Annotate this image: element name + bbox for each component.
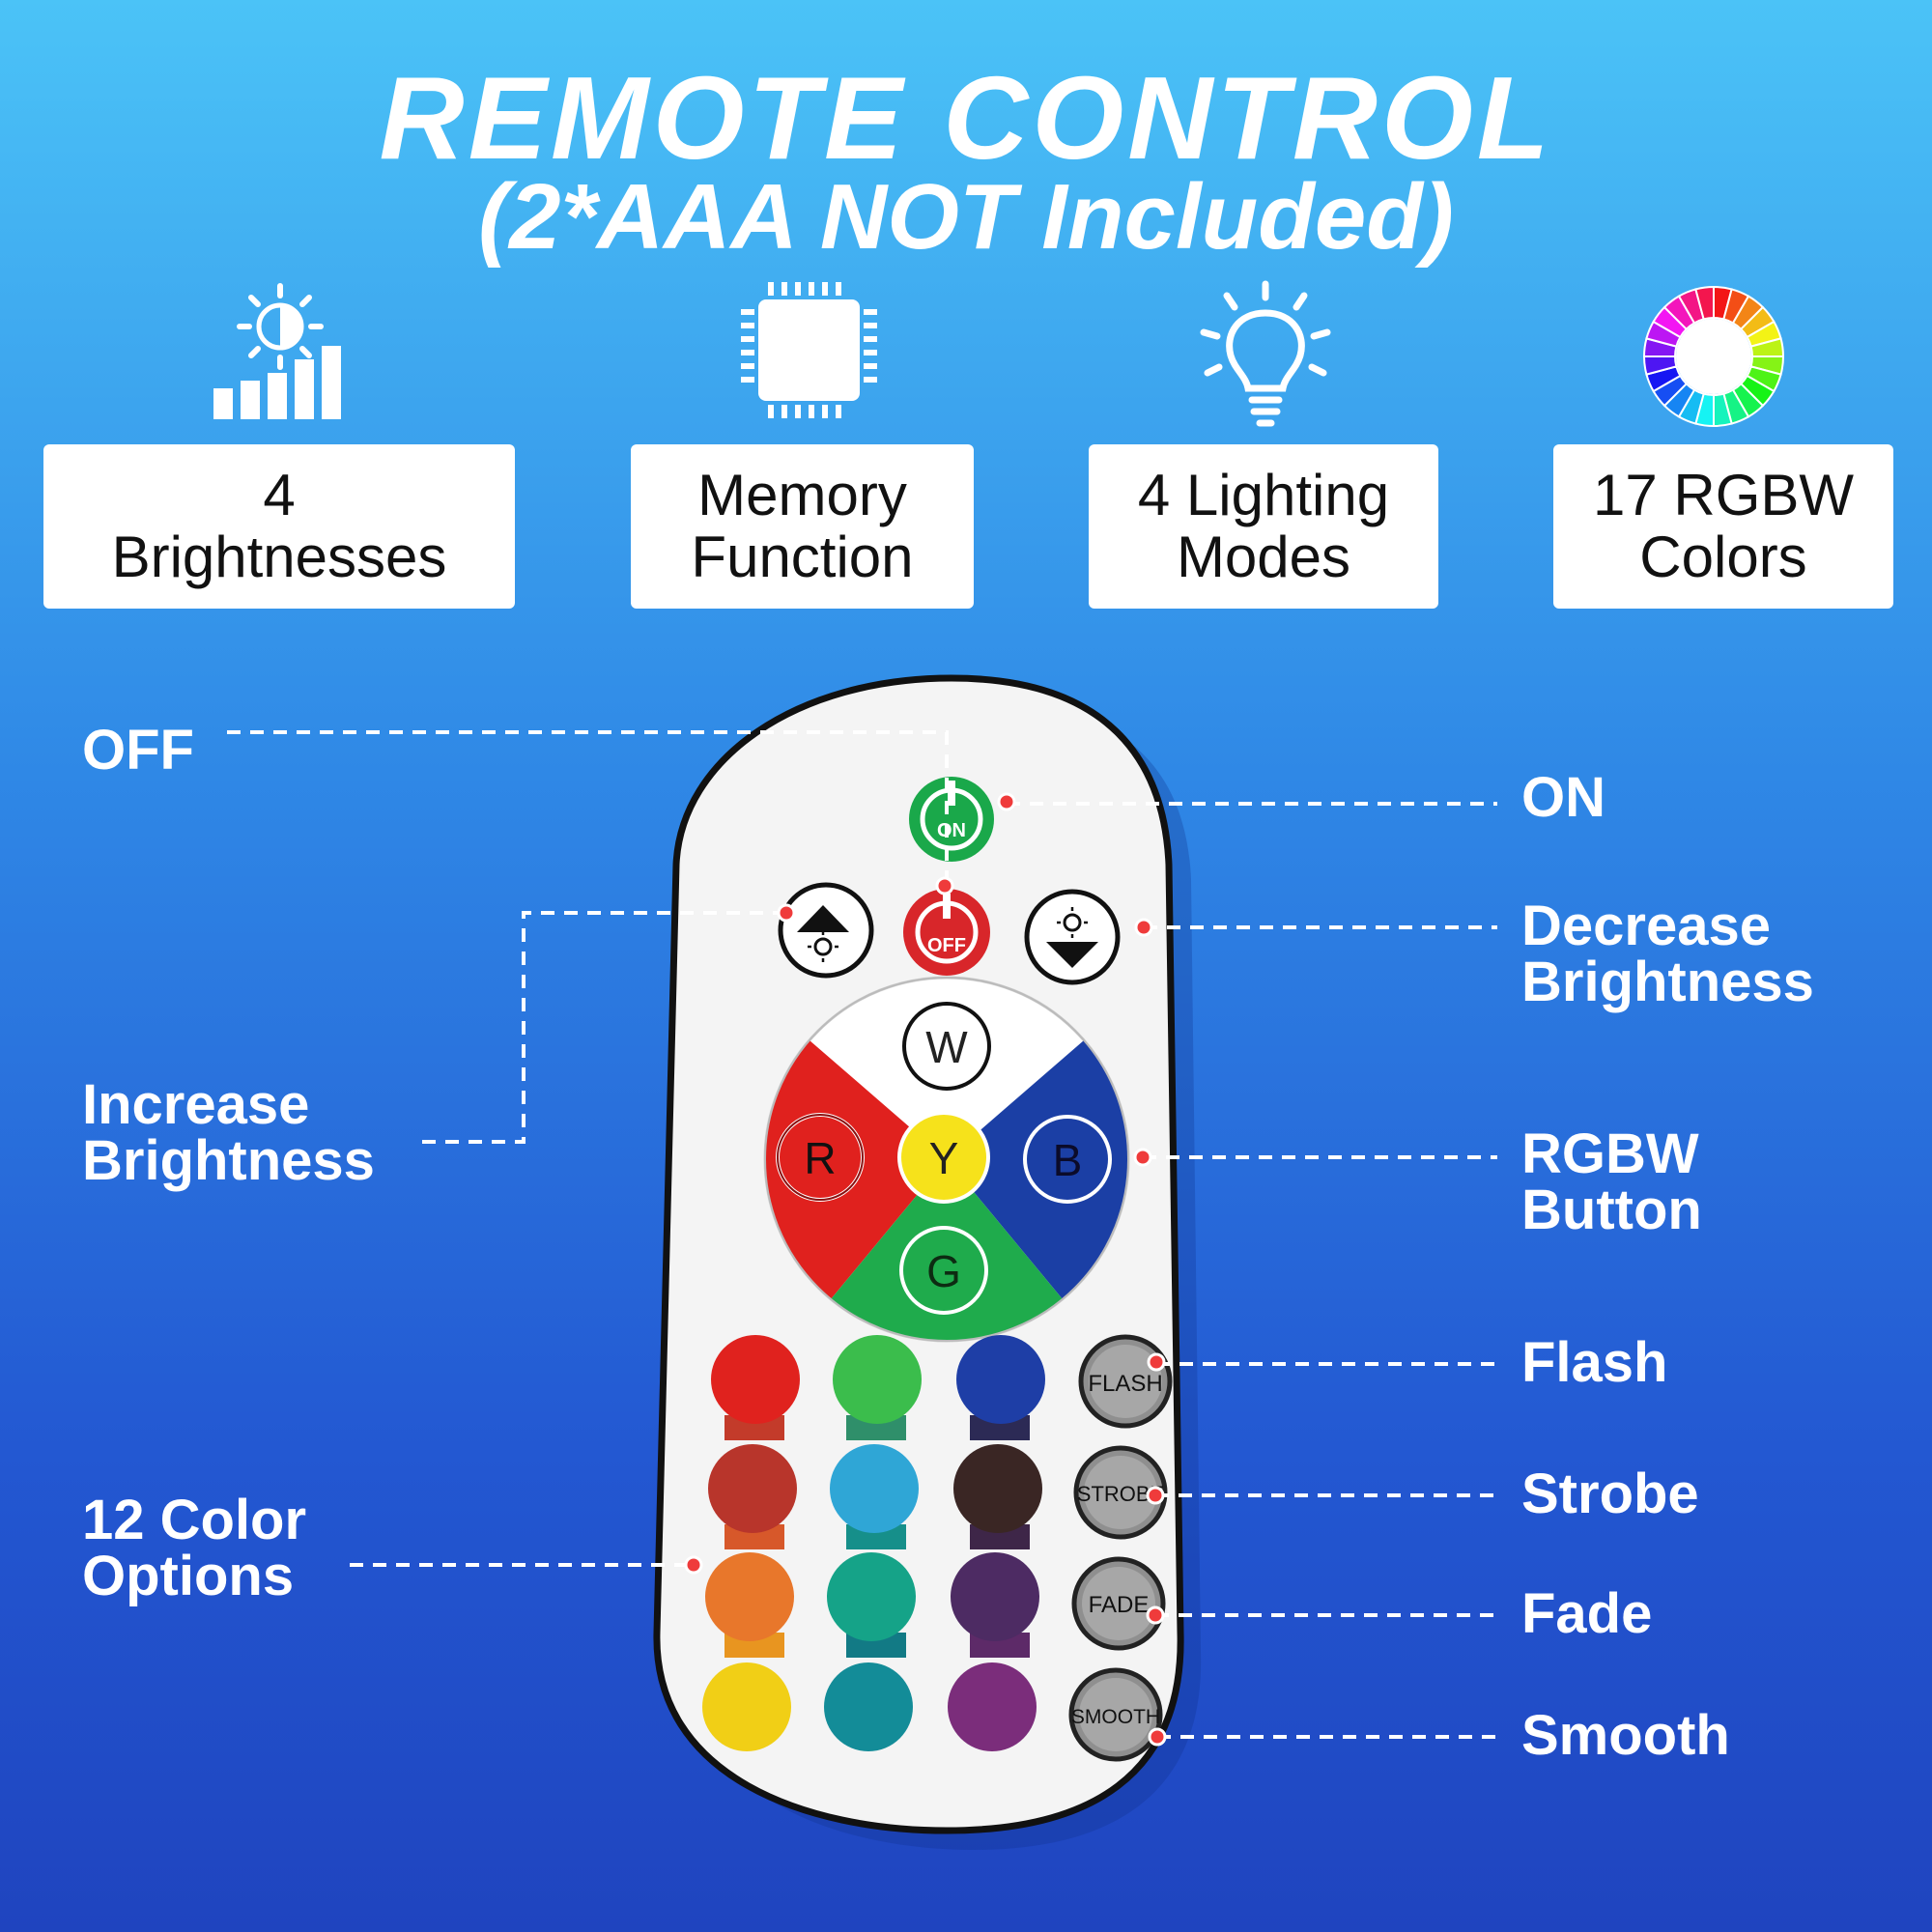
feature-line: 4 — [263, 463, 296, 527]
label-increase-brightness: Increase Brightness — [82, 1077, 375, 1189]
label-line: Increase — [82, 1073, 310, 1136]
color-button[interactable] — [827, 1552, 916, 1641]
smooth-button[interactable]: SMOOTH — [1068, 1667, 1163, 1762]
color-button[interactable] — [953, 1444, 1042, 1533]
label-line: 12 Color — [82, 1489, 307, 1551]
feature-brightnesses: 4 Brightnesses — [43, 444, 515, 609]
w-button-label: W — [925, 1022, 968, 1072]
decrease-brightness-button[interactable] — [1024, 889, 1121, 985]
color-button-grid — [702, 1335, 1045, 1751]
leader-markers — [684, 792, 1167, 1747]
fade-button[interactable]: FADE — [1071, 1556, 1166, 1651]
page-subtitle: (2*AAA NOT Included) — [478, 165, 1454, 269]
flash-button-label: FLASH — [1088, 1371, 1162, 1397]
label-off: OFF — [82, 719, 194, 781]
label-decrease-brightness: Decrease Brightness — [1521, 898, 1814, 1010]
flash-button[interactable]: FLASH — [1078, 1334, 1173, 1429]
color-button[interactable] — [833, 1335, 922, 1424]
g-button-label: G — [926, 1246, 961, 1296]
on-button-label: ON — [937, 820, 966, 841]
color-button[interactable] — [951, 1552, 1039, 1641]
color-button[interactable] — [830, 1444, 919, 1533]
feature-line: Brightnesses — [111, 525, 447, 589]
color-button[interactable] — [702, 1662, 791, 1751]
strobe-button[interactable]: STROBE — [1073, 1445, 1168, 1540]
leader-lines — [227, 730, 1497, 1739]
color-wheel-center — [1676, 319, 1751, 394]
light-bulb-icon — [1200, 280, 1331, 427]
color-wheel-icon — [1642, 285, 1785, 428]
color-button[interactable] — [956, 1335, 1045, 1424]
r-button[interactable]: R — [776, 1113, 865, 1202]
y-button[interactable]: Y — [897, 1111, 990, 1204]
off-button-label: OFF — [927, 935, 966, 956]
label-line: Button — [1521, 1179, 1702, 1241]
r-button-label: R — [804, 1133, 836, 1183]
label-rgbw-button: RGBW Button — [1521, 1126, 1702, 1238]
label-line: Brightness — [1521, 951, 1814, 1013]
color-button[interactable] — [708, 1444, 797, 1533]
chip-icon — [741, 282, 877, 418]
increase-brightness-button[interactable] — [778, 882, 874, 979]
feature-line: 4 Lighting — [1137, 463, 1390, 527]
label-flash: Flash — [1521, 1331, 1668, 1394]
brightness-bars-icon — [213, 283, 341, 419]
label-line: Brightness — [82, 1129, 375, 1192]
color-button[interactable] — [705, 1552, 794, 1641]
label-on: ON — [1521, 766, 1605, 829]
feature-line: Memory — [697, 463, 907, 527]
feature-lighting-modes: 4 Lighting Modes — [1089, 444, 1438, 609]
color-button[interactable] — [948, 1662, 1037, 1751]
color-button[interactable] — [824, 1662, 913, 1751]
label-line: Options — [82, 1545, 295, 1607]
b-button-label: B — [1053, 1135, 1083, 1185]
b-button[interactable]: B — [1023, 1115, 1112, 1204]
g-button[interactable]: G — [899, 1226, 988, 1315]
w-button[interactable]: W — [902, 1002, 991, 1091]
color-wheel-segment — [1694, 285, 1715, 321]
feature-line: 17 RGBW — [1592, 463, 1855, 527]
label-fade: Fade — [1521, 1582, 1653, 1645]
off-button[interactable]: OFF — [903, 889, 990, 976]
label-color-options: 12 Color Options — [82, 1492, 306, 1605]
on-button[interactable]: ON — [909, 777, 994, 862]
fade-button-label: FADE — [1089, 1592, 1150, 1618]
y-button-label: Y — [929, 1133, 959, 1183]
label-line: Decrease — [1521, 895, 1771, 957]
feature-memory: Memory Function — [631, 444, 974, 609]
label-smooth: Smooth — [1521, 1704, 1730, 1767]
label-strobe: Strobe — [1521, 1463, 1699, 1525]
color-button[interactable] — [711, 1335, 800, 1424]
feature-colors: 17 RGBW Colors — [1553, 444, 1893, 609]
smooth-button-label: SMOOTH — [1071, 1706, 1160, 1728]
page-title: REMOTE CONTROL — [379, 52, 1553, 184]
label-line: RGBW — [1521, 1122, 1699, 1185]
feature-line: Colors — [1639, 525, 1807, 589]
feature-line: Modes — [1176, 525, 1351, 589]
feature-line: Function — [691, 525, 914, 589]
